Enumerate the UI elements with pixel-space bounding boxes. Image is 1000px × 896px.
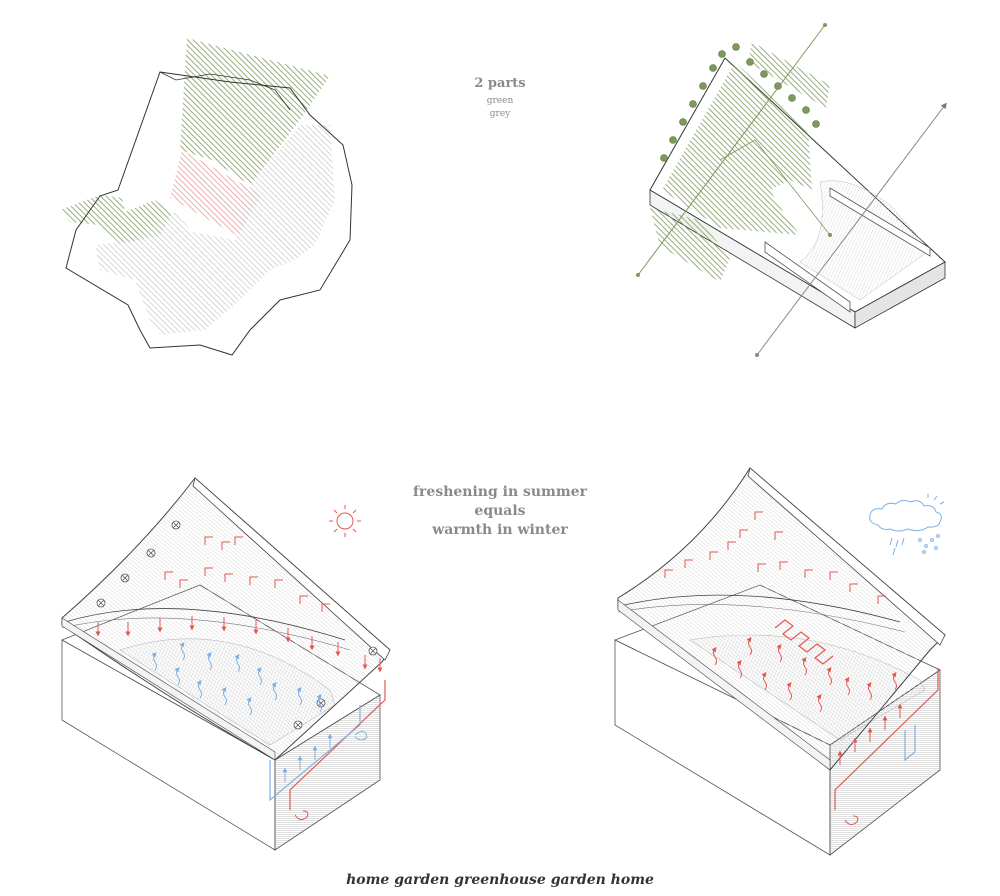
tree-icon <box>699 82 707 90</box>
tree-icon <box>760 70 768 78</box>
winter-roof-front-edge <box>617 599 831 771</box>
summer-roof-inner-curve <box>64 608 346 641</box>
climate-line-2: equals <box>474 503 526 519</box>
fan-row <box>96 520 378 730</box>
summer-warm-air-roof <box>164 536 330 612</box>
fan-icon <box>120 573 130 583</box>
summer-base-side <box>274 694 381 851</box>
climate-line-3: warmth in winter <box>432 522 568 538</box>
tree-icon <box>679 118 687 126</box>
site-boundary <box>65 71 353 356</box>
tree-icon <box>802 106 810 114</box>
tree-icon <box>718 50 726 58</box>
greenhouse-wall-right <box>829 187 931 257</box>
tree-icon <box>746 58 754 66</box>
tree-icon <box>732 43 740 51</box>
winter-roof-inner-curve-2 <box>617 604 906 633</box>
winter-pipe-red <box>834 668 939 810</box>
tree-icon <box>669 136 677 144</box>
climate-line-1: freshening in summer <box>413 484 587 500</box>
tree-icon <box>774 82 782 90</box>
grey-zone <box>95 125 335 335</box>
sun-icon <box>329 505 361 537</box>
parts-title: 2 parts <box>474 76 526 91</box>
fan-icon <box>368 646 378 656</box>
pink-zone <box>170 150 262 236</box>
greenhouse-wall-front <box>764 241 851 313</box>
winter-pipe-blue <box>904 725 916 762</box>
summer-cool-air <box>151 641 333 782</box>
summer-pipe-blue <box>269 705 361 802</box>
site-road <box>159 71 291 111</box>
green-axis-branch <box>719 139 831 236</box>
summer-roof-inner-curve-2 <box>61 617 351 651</box>
greenhouse-field <box>799 180 931 301</box>
green-axis <box>637 24 826 276</box>
tree-row <box>660 43 820 162</box>
summer-pipe-red-loop <box>294 810 309 821</box>
tree-icon <box>812 120 820 128</box>
site-plan-diagram <box>60 38 353 356</box>
winter-heat-coil <box>774 619 834 665</box>
grey-axis <box>756 102 947 356</box>
green-zone-west <box>60 195 172 244</box>
fan-icon <box>171 520 181 530</box>
winter-diagram <box>613 467 946 856</box>
tree-icon <box>689 100 697 108</box>
winter-warm-air <box>711 636 903 765</box>
winter-roof-ridge <box>747 467 946 646</box>
winter-roof-inner-curve <box>619 594 901 623</box>
summer-down-arrows <box>95 616 383 673</box>
winter-pipe-red-loop <box>844 815 859 826</box>
fan-icon <box>96 598 106 608</box>
garden-axis-diagram <box>636 23 947 357</box>
summer-roof-ridge <box>192 477 391 661</box>
caption: home garden greenhouse garden home <box>346 872 654 888</box>
summer-roof-front-edge <box>61 617 276 761</box>
parts-green-label: green <box>486 96 514 106</box>
site-slab-side <box>854 261 946 329</box>
winter-warm-air-roof <box>664 511 886 604</box>
fan-icon <box>293 720 303 730</box>
summer-pipe-blue-loop <box>354 731 368 741</box>
summer-pipe-red <box>289 680 386 810</box>
green-strip-ne <box>748 42 830 108</box>
green-field <box>662 62 812 235</box>
summer-diagram <box>61 477 391 851</box>
parts-grey-label: grey <box>489 109 511 119</box>
fan-icon <box>146 548 156 558</box>
green-strip-sw <box>650 208 730 282</box>
tree-icon <box>709 64 717 72</box>
cloud-rain-icon <box>869 494 945 556</box>
tree-icon <box>660 154 668 162</box>
tree-icon <box>788 94 796 102</box>
